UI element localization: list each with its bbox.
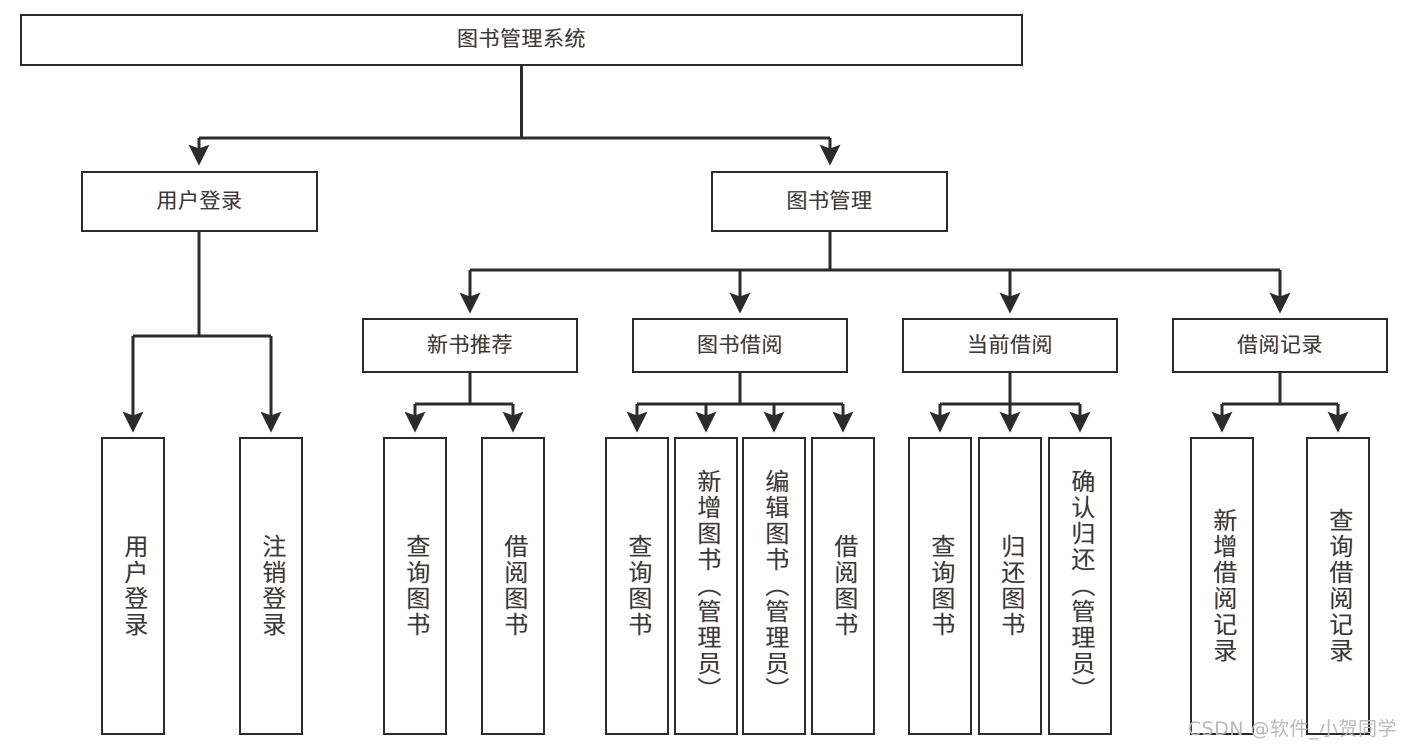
node-label: 借阅记录 (1237, 332, 1323, 357)
node-root-book-management-system[interactable]: 图书管理系统 (20, 14, 1023, 66)
leaf-borrow-book-recommend[interactable]: 借阅图书 (481, 437, 545, 735)
node-book-management[interactable]: 图书管理 (711, 171, 948, 232)
leaf-user-login[interactable]: 用户登录 (101, 437, 165, 735)
leaf-return-book[interactable]: 归还图书 (978, 437, 1042, 735)
leaf-label: 查询图书 (926, 534, 955, 638)
leaf-label: 编辑图书（管理员） (760, 469, 789, 703)
node-label: 新书推荐 (427, 332, 513, 357)
leaf-borrow-book[interactable]: 借阅图书 (811, 437, 875, 735)
leaf-label: 新增图书（管理员） (692, 469, 721, 703)
leaf-label: 查询图书 (401, 534, 430, 638)
leaf-label: 用户登录 (119, 534, 148, 638)
leaf-logout[interactable]: 注销登录 (239, 437, 303, 735)
leaf-label: 归还图书 (996, 534, 1025, 638)
leaf-label: 查询图书 (623, 534, 652, 638)
node-borrow-records[interactable]: 借阅记录 (1172, 318, 1388, 373)
leaf-add-book-admin[interactable]: 新增图书（管理员） (674, 437, 738, 735)
leaf-label: 注销登录 (257, 534, 286, 638)
node-user-login[interactable]: 用户登录 (81, 171, 318, 232)
leaf-query-book-borrow[interactable]: 查询图书 (605, 437, 669, 735)
node-label: 用户登录 (156, 188, 243, 213)
node-label: 当前借阅 (967, 332, 1053, 357)
leaf-label: 借阅图书 (829, 534, 858, 638)
leaf-query-book-recommend[interactable]: 查询图书 (383, 437, 447, 735)
leaf-label: 确认归还（管理员） (1066, 469, 1095, 703)
node-label: 图书借阅 (697, 332, 783, 357)
leaf-label: 新增借阅记录 (1208, 508, 1237, 664)
leaf-query-borrow-record[interactable]: 查询借阅记录 (1306, 437, 1370, 735)
leaf-edit-book-admin[interactable]: 编辑图书（管理员） (742, 437, 806, 735)
node-book-borrow[interactable]: 图书借阅 (632, 318, 848, 373)
node-label: 图书管理系统 (457, 27, 586, 52)
node-label: 图书管理 (786, 188, 873, 213)
leaf-query-book-current[interactable]: 查询图书 (908, 437, 972, 735)
leaf-add-borrow-record[interactable]: 新增借阅记录 (1190, 437, 1254, 735)
leaf-label: 查询借阅记录 (1324, 508, 1353, 664)
leaf-confirm-return-admin[interactable]: 确认归还（管理员） (1048, 437, 1112, 735)
leaf-label: 借阅图书 (499, 534, 528, 638)
csdn-watermark: CSDN @软件_小贺同学 (1187, 718, 1397, 740)
node-current-borrow[interactable]: 当前借阅 (902, 318, 1118, 373)
node-new-book-recommendation[interactable]: 新书推荐 (362, 318, 578, 373)
